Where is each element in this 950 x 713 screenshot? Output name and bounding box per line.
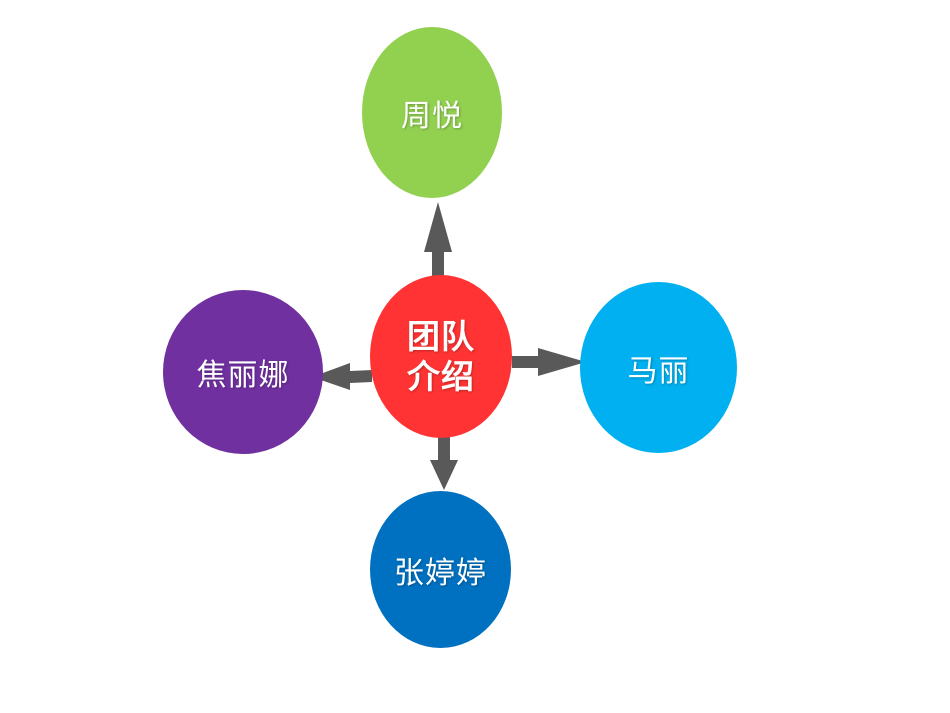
member-name-left: 焦丽娜 — [196, 358, 290, 393]
member-name-bottom: 张婷婷 — [394, 555, 487, 591]
member-name-top: 周悦 — [401, 98, 463, 134]
center-title-line1: 团队 — [407, 316, 475, 356]
member-node-bottom: 张婷婷 — [370, 491, 511, 648]
arrow-up — [424, 202, 452, 276]
member-node-right: 马丽 — [580, 282, 737, 453]
member-node-left: 焦丽娜 — [163, 290, 323, 454]
member-name-right: 马丽 — [627, 353, 690, 389]
arrow-left — [312, 363, 372, 390]
center-title-line2: 介绍 — [407, 356, 475, 396]
arrow-right — [512, 348, 586, 376]
center-node: 团队 介绍 — [370, 275, 512, 438]
member-node-top: 周悦 — [362, 27, 502, 198]
arrow-down — [430, 436, 458, 490]
